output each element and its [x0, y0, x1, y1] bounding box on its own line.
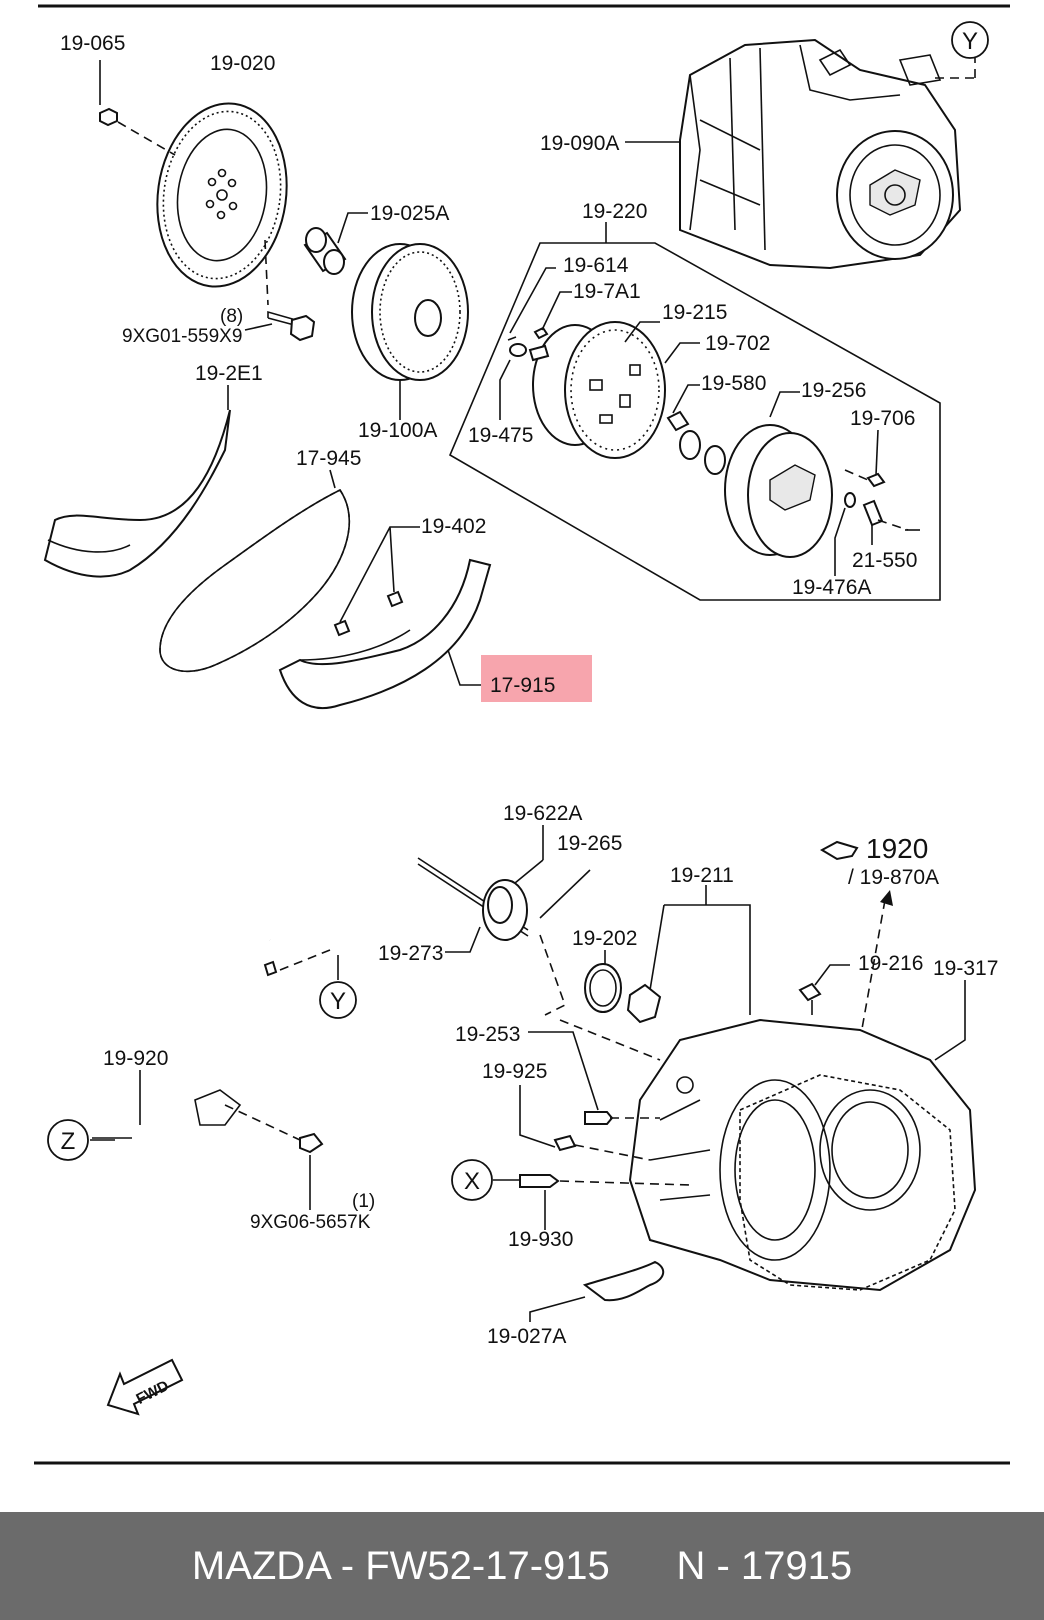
torque-converter	[351, 243, 469, 381]
ref-circle-x: X	[451, 1159, 493, 1201]
label-19-065: 19-065	[60, 32, 125, 55]
sensor-19-580	[666, 410, 690, 432]
bolt-19-216	[798, 982, 822, 1002]
label-19-925: 19-925	[482, 1060, 547, 1083]
label-17-915: 17-915	[490, 674, 555, 697]
label-19-020: 19-020	[210, 52, 275, 75]
drive-chain	[159, 488, 350, 673]
label-19-211: 19-211	[670, 864, 734, 887]
label-19-220: 19-220	[582, 200, 647, 223]
label-19-256: 19-256	[801, 379, 866, 402]
footer-short-number: N - 17915	[676, 1543, 853, 1588]
transaxle-housing	[628, 1018, 977, 1292]
sensor-19-930	[519, 1174, 560, 1188]
cooler-pipe	[148, 937, 278, 1165]
label-19-622a: 19-622A	[503, 802, 582, 825]
label-19-2e1: 19-2E1	[195, 362, 263, 385]
label-9xg01-559x9: 9XG01-559X9	[122, 326, 242, 347]
ref-y-bottom: Y	[330, 988, 346, 1015]
label-19-202: 19-202	[572, 927, 637, 950]
ref-z: Z	[61, 1128, 76, 1155]
label-19-100a: 19-100A	[358, 419, 437, 442]
label-19-475: 19-475	[468, 424, 533, 447]
spacer-19-025a	[303, 227, 347, 275]
label-19-920: 19-920	[103, 1047, 168, 1070]
plate-19-215	[532, 321, 666, 459]
part-19-211	[626, 983, 662, 1024]
oring-19-475	[509, 343, 527, 357]
ref-y-top: Y	[962, 28, 978, 55]
footer-bar: MAZDA - FW52-17-915 N - 17915	[0, 1512, 1044, 1620]
label-19-930: 19-930	[508, 1228, 573, 1251]
dipstick-tube	[417, 857, 529, 941]
label-19-025a: 19-025A	[370, 202, 449, 225]
label-19-7a1: 19-7A1	[573, 280, 641, 303]
label-1920: 1920	[866, 833, 928, 864]
bolt-19-925	[553, 1134, 577, 1152]
label-19-265: 19-265	[557, 832, 622, 855]
ref-circle-y-bottom: Y	[319, 981, 357, 1019]
bolt-19-706	[866, 472, 886, 488]
label-19-215: 19-215	[662, 301, 727, 324]
label-19-476a: 19-476A	[792, 576, 871, 599]
cover-17-915	[278, 558, 492, 710]
ref-circle-y-top: Y	[951, 21, 989, 59]
plate-19-027a	[582, 1260, 665, 1302]
oring-19-476a	[844, 492, 856, 508]
ref-x: X	[464, 1168, 480, 1195]
label-9xg06-5657k: 9XG06-5657K	[250, 1212, 371, 1233]
fwd-arrow-icon: FWD	[106, 1358, 184, 1416]
flexplate	[156, 102, 288, 288]
label-qty-1: (1)	[352, 1191, 375, 1212]
label-19-253: 19-253	[455, 1023, 520, 1046]
label-19-614: 19-614	[563, 254, 629, 277]
group-box-19-220	[448, 242, 941, 601]
bolt-9xg06	[299, 1132, 324, 1154]
label-19-402: 19-402	[421, 515, 486, 538]
label-19-027a: 19-027A	[487, 1325, 566, 1348]
exploded-parts-diagram: Y	[34, 4, 1010, 1465]
pointing-hand-icon	[819, 840, 859, 861]
bolt-9xg01	[289, 314, 316, 342]
drum-19-256	[679, 424, 833, 558]
label-qty-8: (8)	[220, 306, 243, 327]
ref-circle-z: Z	[47, 1119, 89, 1161]
label-19-216: 19-216	[858, 952, 923, 975]
stud-19-253	[584, 1111, 614, 1125]
pin-b	[386, 590, 404, 608]
label-19-090a: 19-090A	[540, 132, 619, 155]
label-19-870a: / 19-870A	[848, 866, 939, 889]
label-21-550: 21-550	[852, 549, 917, 572]
footer-spacer	[610, 1544, 677, 1589]
solenoid-21-550	[862, 499, 884, 527]
label-19-702: 19-702	[705, 332, 770, 355]
label-19-580: 19-580	[701, 372, 766, 395]
cover-19-2e1	[43, 409, 231, 578]
nut-19-065	[99, 107, 118, 127]
footer-part-number: MAZDA - FW52-17-915	[191, 1543, 610, 1588]
pin-a	[333, 619, 351, 637]
label-19-273: 19-273	[378, 942, 443, 965]
transaxle-assembly	[679, 38, 962, 270]
label-19-317: 19-317	[933, 957, 998, 980]
label-17-945: 17-945	[296, 447, 361, 470]
label-19-706: 19-706	[850, 407, 915, 430]
highlight-17-915	[481, 655, 592, 702]
